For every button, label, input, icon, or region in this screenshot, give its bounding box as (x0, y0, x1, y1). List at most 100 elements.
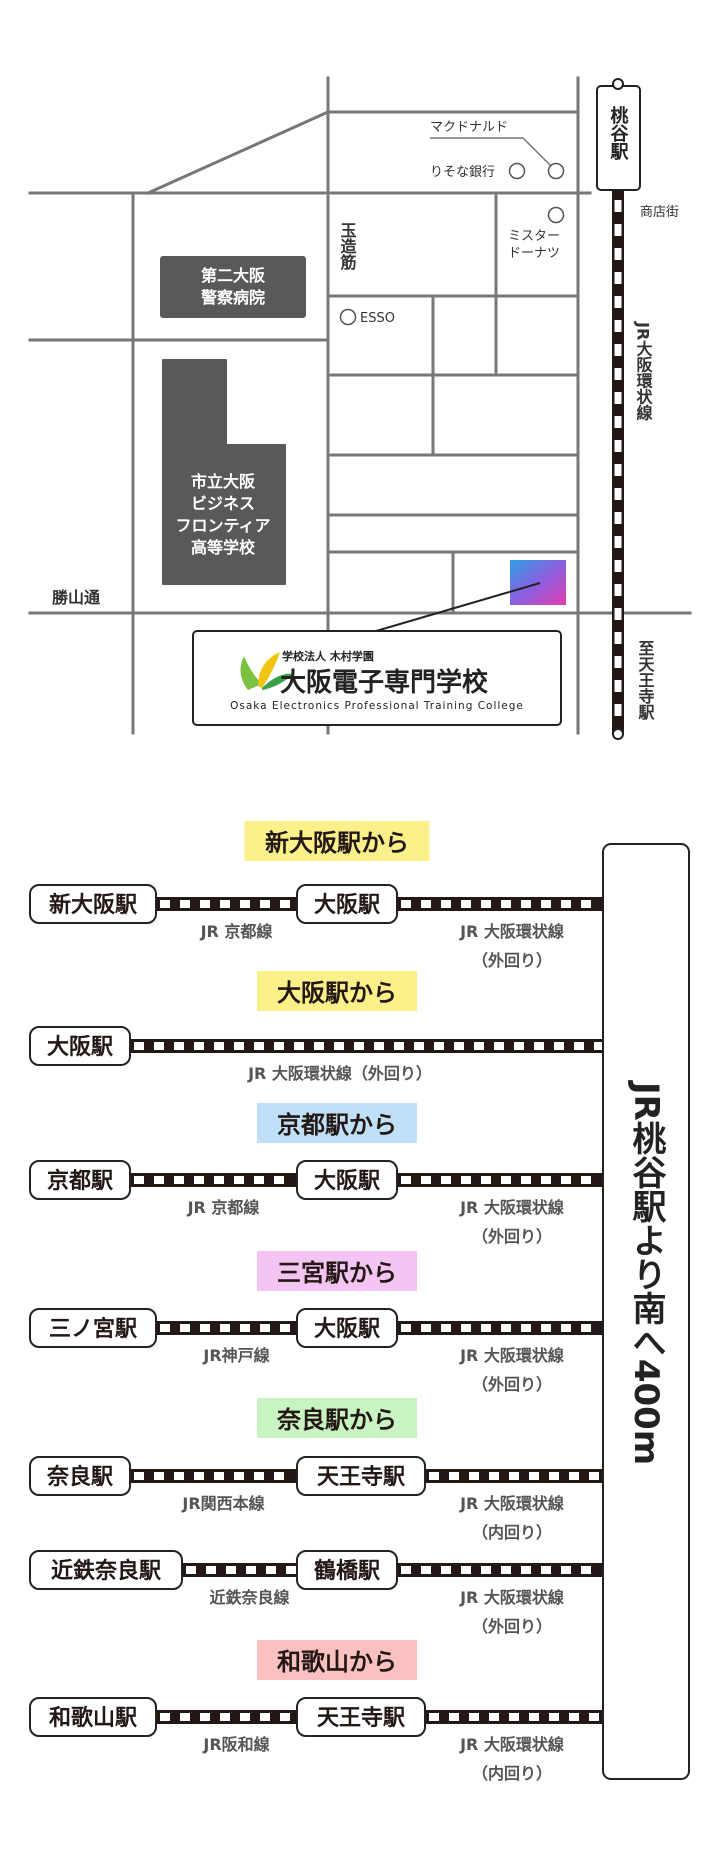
track-tie (134, 1042, 144, 1050)
track-tie (561, 900, 571, 908)
track-tie (266, 1566, 276, 1574)
track-tie (394, 1042, 404, 1050)
track-tie (481, 900, 491, 908)
track-tie (461, 900, 471, 908)
track-tie (614, 704, 622, 716)
section-heading: 大阪駅から (277, 979, 397, 1007)
track-tie (474, 1042, 484, 1050)
line-name: JR 大阪環状線 (459, 1494, 564, 1513)
track-tie (614, 632, 622, 644)
mcdonalds-marker-icon (547, 162, 565, 180)
momodani-station-label: 桃谷駅 (608, 105, 630, 161)
school-corp-label: 学校法人 木村学園 (282, 649, 374, 663)
track-tie (441, 1176, 451, 1184)
origin-station: 近鉄奈良駅 (51, 1558, 161, 1584)
track-tie (240, 1713, 250, 1721)
section-heading: 奈良駅から (276, 1406, 397, 1434)
section-heading: 三宮駅から (277, 1259, 397, 1287)
origin-station: 大阪駅 (47, 1035, 113, 1060)
loop-line-track (612, 190, 624, 740)
track-tie (421, 1566, 431, 1574)
track-tie (614, 584, 622, 596)
track-tie (449, 1713, 459, 1721)
track-tie (614, 536, 622, 548)
track-tie (541, 1324, 551, 1332)
track-tie (614, 320, 622, 332)
line-name: JR神戸線 (202, 1346, 269, 1365)
school-logo-icon (240, 652, 294, 690)
origin-station-box (29, 1456, 131, 1496)
track-tie (581, 900, 591, 908)
transfer-station-box (296, 1308, 398, 1348)
resona-label: りそな銀行 (430, 165, 495, 180)
track-tie (154, 1472, 164, 1480)
track-tie (461, 1566, 471, 1574)
line-name: JR 大阪環状線 (459, 1346, 564, 1365)
track-tie (541, 900, 551, 908)
track-tie (614, 296, 622, 308)
track-tie (274, 1176, 284, 1184)
track-tie (234, 1176, 244, 1184)
line-name: JR 京都線 (200, 922, 273, 941)
track-tie (549, 1472, 559, 1480)
track-tie (174, 1472, 184, 1480)
track-tie (441, 900, 451, 908)
track-tie (274, 1472, 284, 1480)
section-heading-bg (257, 971, 417, 1011)
track-tie (220, 1324, 230, 1332)
school-pointer-line (375, 582, 541, 632)
track-tie (260, 900, 270, 908)
track-tie (401, 1566, 411, 1574)
track-tie (494, 1042, 504, 1050)
track-tie (194, 1042, 204, 1050)
direction-label: （外回り） (472, 1617, 552, 1636)
track-tie (614, 512, 622, 524)
track-tie (501, 1176, 511, 1184)
track-tie (214, 1042, 224, 1050)
track-tie (174, 1176, 184, 1184)
track-tie (614, 560, 622, 572)
track-tie (441, 1566, 451, 1574)
hospital-label-1: 第二大阪 (201, 266, 266, 285)
track-tie (521, 1176, 531, 1184)
track-tie (509, 1472, 519, 1480)
transfer-station: 鶴橋駅 (314, 1558, 380, 1584)
track-tie (240, 1324, 250, 1332)
track-tie (206, 1566, 216, 1574)
misterdonut-label-1: ミスター (508, 229, 560, 244)
line-name: JR 大阪環状線 (459, 1735, 564, 1754)
track-tie (614, 416, 622, 428)
transfer-station: 天王寺駅 (317, 1706, 405, 1731)
track-tie (561, 1324, 571, 1332)
hospital-building (160, 256, 306, 318)
track-tie (421, 900, 431, 908)
track-tie (514, 1042, 524, 1050)
highschool-label-4: 高等学校 (191, 538, 256, 557)
track-tie (354, 1042, 364, 1050)
line-name: JR 大阪環状線 (459, 1198, 564, 1217)
track-tie (561, 1566, 571, 1574)
section-heading-bg (257, 1398, 417, 1438)
track-tie (581, 1324, 591, 1332)
origin-station-box (29, 1026, 131, 1066)
misterdonut-label-2: ドーナツ (508, 246, 560, 261)
track-tie (154, 1042, 164, 1050)
track-tie (521, 1324, 531, 1332)
track-tie (614, 200, 622, 212)
esso-label: ESSO (360, 311, 395, 326)
destination-text: JR桃谷駅より南へ400m (626, 1080, 666, 1465)
direction-label: （内回り） (472, 1764, 552, 1783)
track-tie (614, 392, 622, 404)
track-tie (594, 1042, 604, 1050)
line-name: JR 大阪環状線 (459, 922, 564, 941)
track-tie (501, 1324, 511, 1332)
track-tie (234, 1472, 244, 1480)
track-tie (449, 1472, 459, 1480)
track-tie (401, 900, 411, 908)
track-tie (134, 1176, 144, 1184)
track-tie (286, 1566, 296, 1574)
